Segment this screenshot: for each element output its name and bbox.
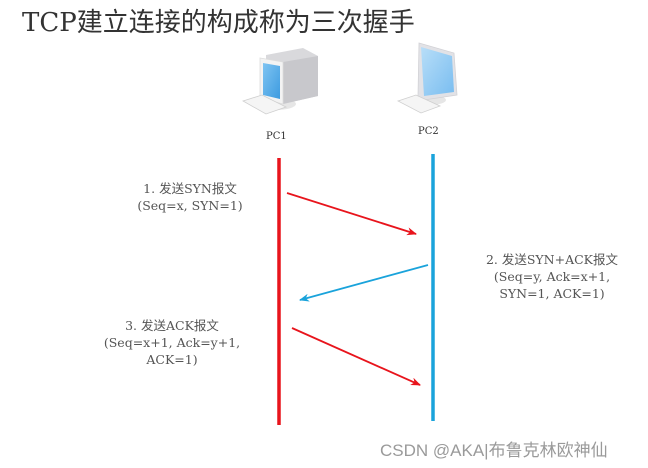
pc1-computer-icon [242, 48, 318, 115]
syn-arrow [286, 192, 417, 236]
step-2-title: 2. 发送SYN+ACK报文 [485, 252, 619, 267]
step-3-params: (Seq=x+1, Ack=y+1, [103, 335, 241, 350]
step-3-title: 3. 发送ACK报文 [125, 318, 219, 333]
pc2-label: PC2 [418, 126, 439, 137]
step-3-label: 3. 发送ACK报文 (Seq=x+1, Ack=y+1, ACK=1) [82, 317, 262, 368]
step-2-label: 2. 发送SYN+ACK报文 (Seq=y, Ack=x+1, SYN=1, A… [462, 251, 642, 302]
syn-ack-arrow [299, 264, 429, 302]
step-2-params: (Seq=y, Ack=x+1, [493, 269, 611, 284]
pc1-label: PC1 [266, 131, 287, 142]
step-1-params: (Seq=x, SYN=1) [137, 198, 243, 213]
step-1-label: 1. 发送SYN报文 (Seq=x, SYN=1) [110, 180, 270, 214]
ack-arrow [291, 327, 421, 386]
step-1-title: 1. 发送SYN报文 [143, 181, 237, 196]
watermark: CSDN @AKA|布鲁克林欧神仙 [380, 441, 608, 460]
diagram-title: TCP建立连接的构成称为三次握手 [22, 8, 415, 38]
step-2-flags: SYN=1, ACK=1) [499, 286, 605, 301]
step-3-flags: ACK=1) [146, 352, 198, 367]
pc2-computer-icon [396, 42, 458, 114]
